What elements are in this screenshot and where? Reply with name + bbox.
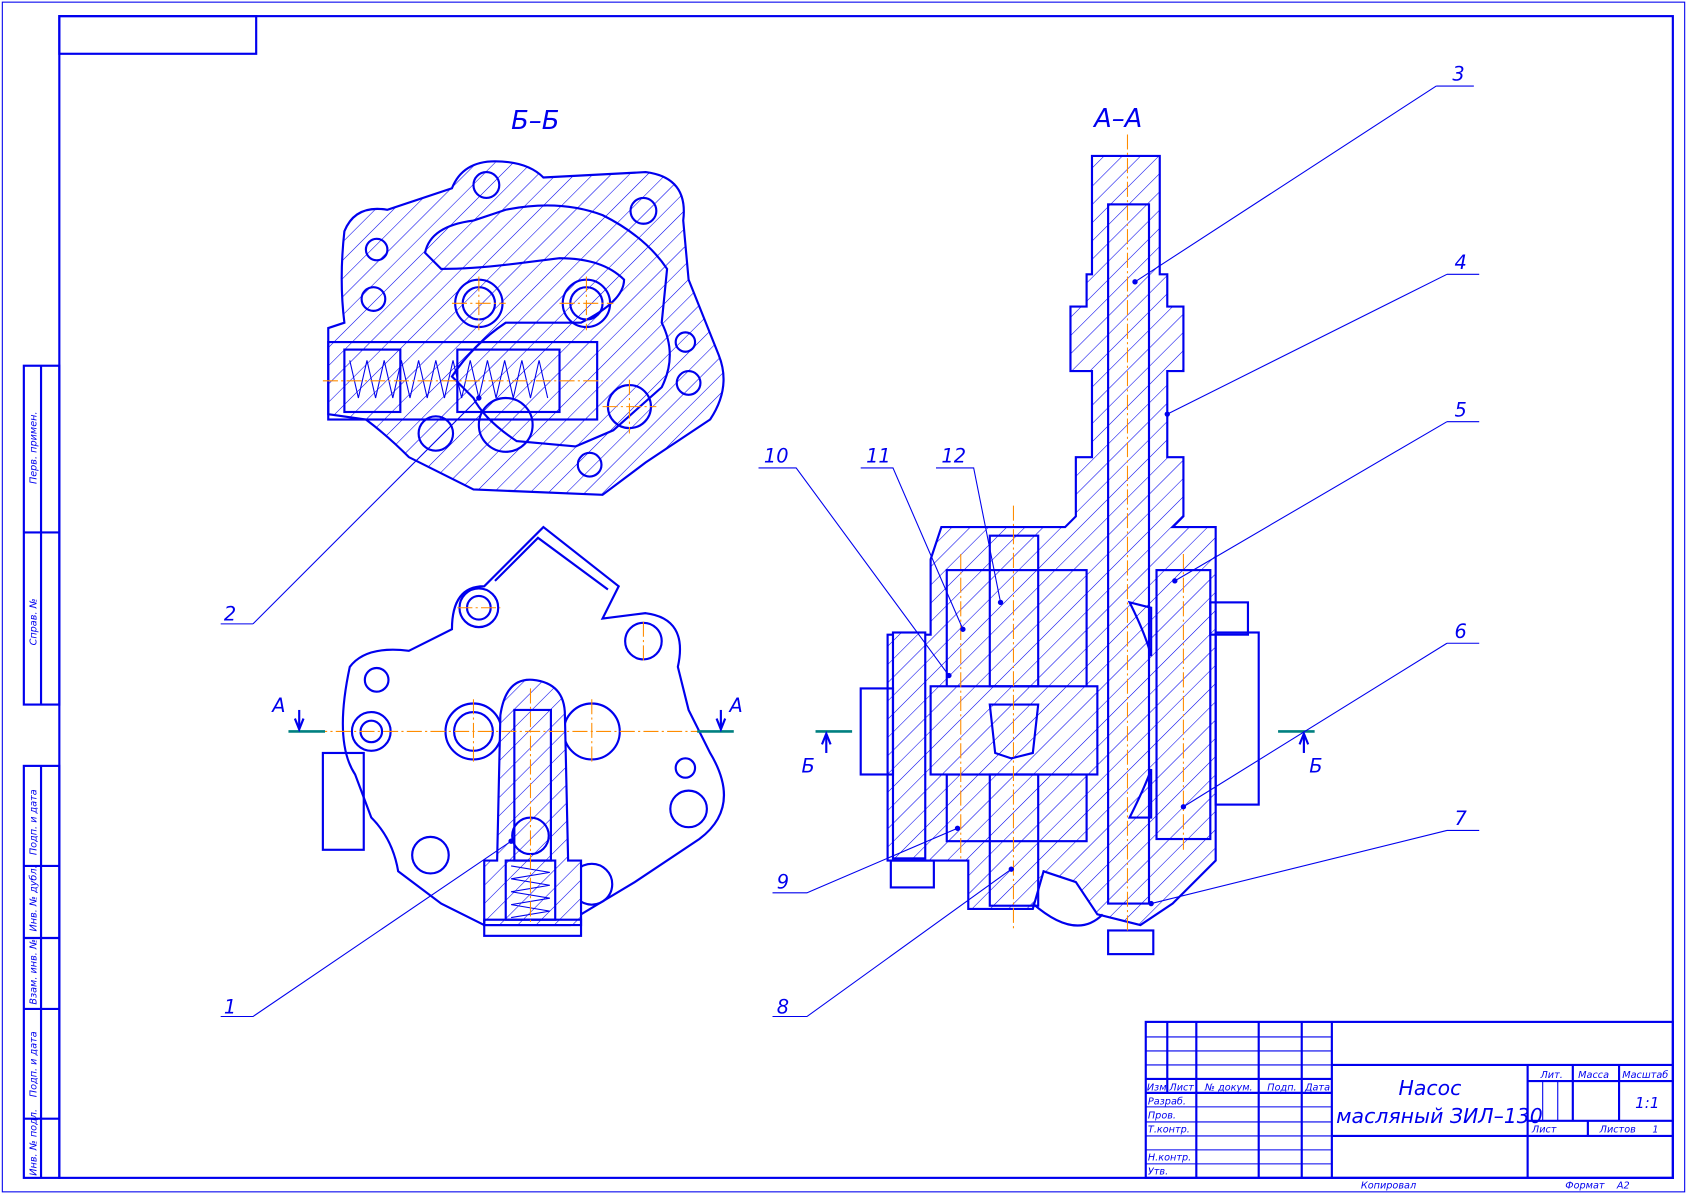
drive-shaft — [1107, 203, 1151, 905]
hdr-list: Лист — [1168, 1083, 1194, 1094]
stamp-inv-dubl: Инв. № дубл. — [28, 865, 40, 931]
position-leaders — [220, 85, 1480, 1018]
relief-plug — [321, 751, 365, 851]
center-lines — [322, 276, 657, 434]
side-stamp: Перв. примен. Справ. № Подп. и дата Инв.… — [22, 364, 61, 1179]
cut-b-left-label: Б — [802, 754, 815, 777]
drawing-name-line2: масляный ЗИЛ–130 — [1336, 1104, 1543, 1128]
position-5: 5 — [1454, 398, 1466, 421]
relief-spring — [349, 360, 549, 399]
sheets-value: 1 — [1652, 1125, 1658, 1136]
position-3: 3 — [1452, 63, 1464, 86]
cut-a-right-label: А — [727, 694, 742, 717]
position-11: 11 — [866, 445, 891, 468]
copied-label: Копировал — [1361, 1181, 1416, 1192]
hdr-podp: Подп. — [1267, 1083, 1296, 1094]
mass-label: Масса — [1578, 1070, 1609, 1081]
hdr-date: Дата — [1304, 1083, 1330, 1094]
hdr-doc: № докум. — [1204, 1083, 1253, 1094]
title-block: Изм. Лист № докум. Подп. Дата Разраб. Пр… — [1144, 1020, 1674, 1192]
position-1: 1 — [224, 995, 236, 1018]
cut-b-right-label: Б — [1309, 754, 1322, 777]
plug-bolt — [859, 687, 895, 776]
section-bb-view: Б–Б — [322, 106, 725, 496]
stamp-vzam-inv: Взам. инв. № — [29, 939, 40, 1005]
position-9: 9 — [777, 871, 789, 894]
stamp-podp-data-1: Подп. и дата — [29, 789, 40, 855]
stamp-podp-data-2: Подп. и дата — [29, 1031, 40, 1097]
sheets-label: Листов — [1599, 1125, 1636, 1136]
hdr-izm: Изм. — [1147, 1083, 1170, 1094]
position-7: 7 — [1454, 807, 1467, 830]
stamp-inv-podl: Инв. № подл. — [29, 1109, 40, 1176]
section-aa-title: А–А — [1092, 104, 1142, 134]
role-tkontr: Т.контр. — [1148, 1125, 1190, 1136]
section-aa-view: А–А Б Б — [802, 104, 1323, 956]
role-razrab: Разраб. — [1148, 1096, 1186, 1108]
role-utv: Утв. — [1148, 1167, 1168, 1178]
stamp-perv-primen: Перв. примен. — [29, 411, 40, 484]
position-2: 2 — [224, 603, 236, 626]
position-12: 12 — [941, 445, 966, 468]
scale-label: Масштаб — [1622, 1069, 1668, 1081]
front-view: А А — [270, 525, 743, 937]
section-bb-title: Б–Б — [511, 106, 559, 136]
position-numbers: 1 2 3 4 5 6 7 8 9 10 11 12 — [224, 63, 1468, 1019]
driven-gear-axle — [929, 685, 1099, 776]
sheet-label: Лист — [1531, 1125, 1557, 1136]
top-left-box — [58, 15, 258, 55]
position-4: 4 — [1454, 251, 1466, 274]
position-6: 6 — [1454, 620, 1466, 643]
cut-a-left-label: А — [270, 694, 285, 717]
position-8: 8 — [777, 995, 789, 1018]
format-value: A2 — [1616, 1181, 1630, 1192]
format-label: Формат — [1565, 1181, 1605, 1192]
role-prov: Пров. — [1148, 1111, 1176, 1122]
role-nkontr: Н.контр. — [1148, 1153, 1191, 1164]
lit-label: Лит. — [1540, 1070, 1563, 1081]
position-10: 10 — [764, 445, 789, 468]
ball-spring — [511, 865, 550, 919]
stamp-sprav: Справ. № — [29, 598, 40, 645]
scale-value: 1:1 — [1635, 1094, 1659, 1112]
drawing-name-line1: Насос — [1399, 1076, 1462, 1100]
